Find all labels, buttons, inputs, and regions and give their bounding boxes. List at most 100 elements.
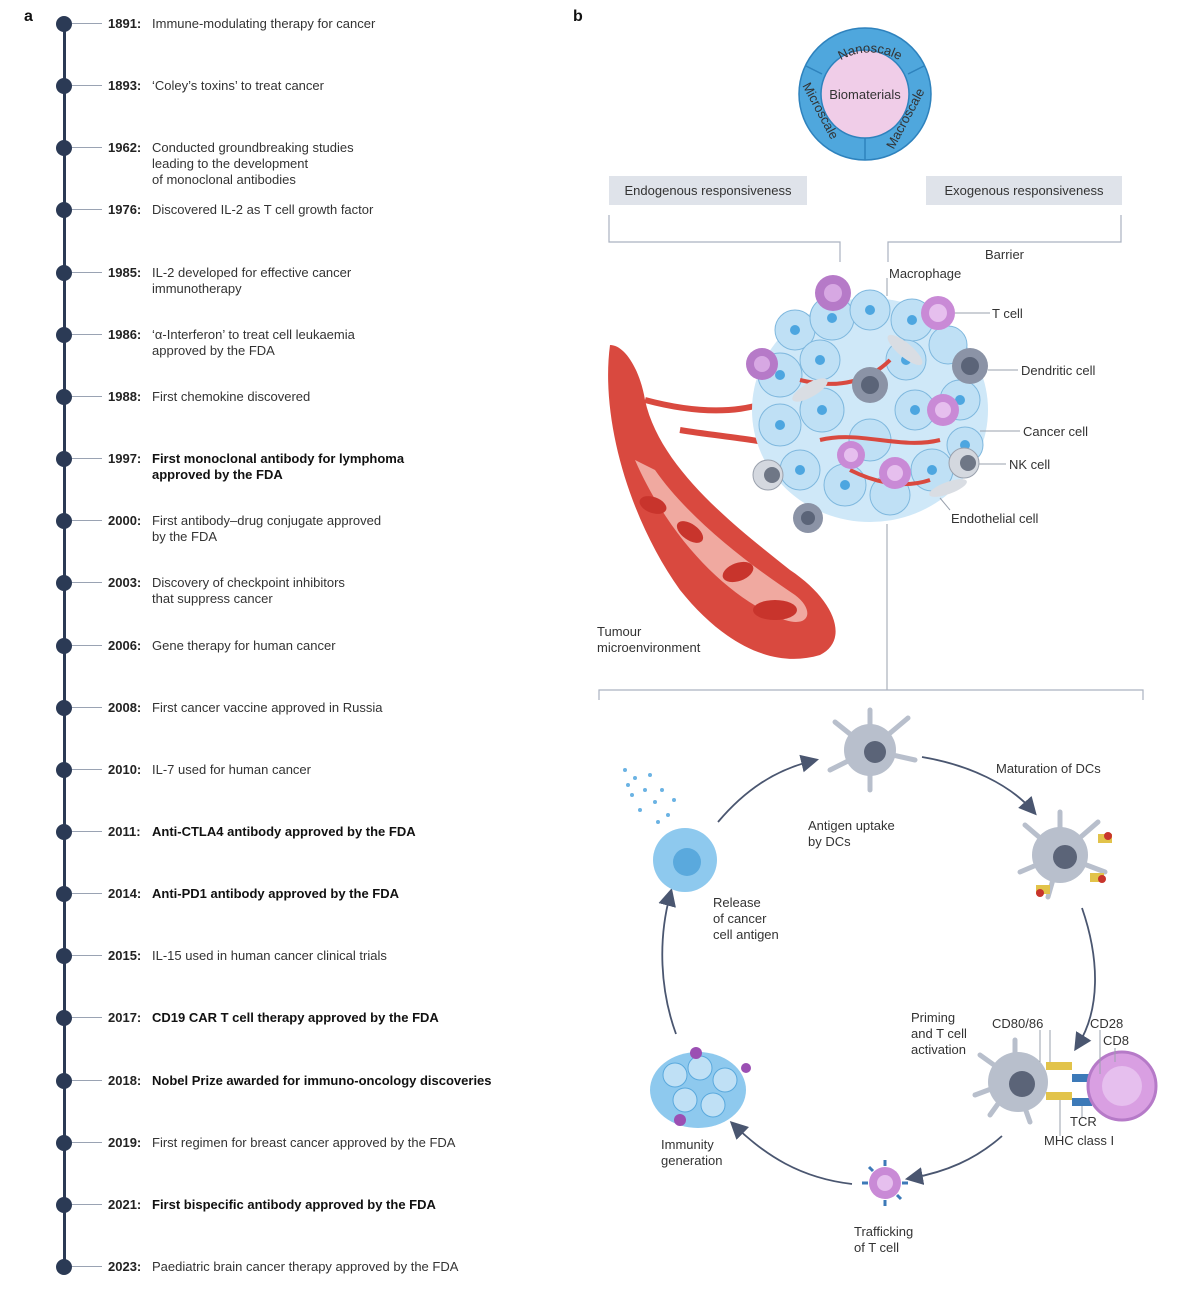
antigen-release-cell (623, 768, 717, 892)
timeline-dot (56, 326, 72, 343)
event-description: First antibody–drug conjugate approved b… (152, 513, 382, 545)
event-description: Discovery of checkpoint inhibitors that … (152, 575, 345, 607)
timeline-dot (56, 1259, 72, 1275)
priming-leader-lines (1039, 1030, 1116, 1136)
badge-center-label: Biomaterials (829, 87, 901, 102)
priming-label-3: activation (911, 1042, 966, 1057)
barrier-label: Barrier (985, 247, 1025, 262)
uptake-label-1: Antigen uptake (808, 818, 895, 833)
timeline-tick (72, 209, 102, 211)
event-year: 2019: (108, 1134, 142, 1150)
event-year: 2000: (108, 513, 142, 529)
tme-label-line2: microenvironment (597, 640, 701, 655)
timeline-panel: a 1891:Immune-modulating therapy for can… (0, 0, 560, 1306)
diagram-panel: b Endogenous responsiveness Exogenous re… (570, 0, 1184, 1306)
uptake-label-2: by DCs (808, 834, 851, 849)
event-year: 2003: (108, 575, 142, 591)
timeline-tick (72, 1266, 102, 1267)
event-description: ‘Coley’s toxins’ to treat cancer (152, 78, 324, 94)
timeline-dot (56, 513, 72, 530)
timeline-tick (72, 644, 102, 646)
timeline-tick (72, 706, 102, 708)
event-year: 1997: (108, 451, 142, 467)
nk-cell-label: NK cell (1009, 457, 1050, 472)
event-year: 1976: (108, 202, 142, 218)
timeline-tick (72, 458, 102, 460)
dc-mature-cell (1017, 809, 1112, 900)
event-description: IL-7 used for human cancer (152, 761, 311, 777)
trafficking-tcell (862, 1160, 908, 1206)
timeline-dot (56, 637, 72, 654)
dendritic-label: Dendritic cell (1021, 363, 1096, 378)
immunity-cluster (650, 1047, 751, 1128)
event-description: IL-2 developed for effective cancer immu… (152, 264, 352, 296)
event-year: 1985: (108, 264, 142, 280)
cancer-cell-label: Cancer cell (1023, 424, 1088, 439)
timeline-dot (56, 1134, 72, 1151)
macrophage-label: Macrophage (889, 266, 961, 281)
dc-uptake-cell (827, 707, 918, 793)
event-year: 2006: (108, 637, 142, 653)
event-description: First regimen for breast cancer approved… (152, 1134, 456, 1150)
release-label-3: cell antigen (713, 927, 779, 942)
biomaterials-badge: Biomaterials Nanoscale Microscale Macros… (798, 27, 932, 161)
timeline-tick (72, 333, 102, 335)
timeline-dot (56, 1072, 72, 1089)
event-year: 2008: (108, 699, 142, 715)
event-year: 2018: (108, 1072, 142, 1088)
diagram-svg: Biomaterials Nanoscale Microscale Macros… (597, 27, 1158, 1255)
timeline-tick (72, 147, 102, 149)
event-year: 2011: (108, 823, 141, 839)
timeline-tick (72, 1203, 102, 1205)
timeline-tick (72, 893, 102, 895)
event-description: CD19 CAR T cell therapy approved by the … (152, 1010, 439, 1026)
timeline-tick (72, 520, 102, 522)
tcell-label: T cell (992, 306, 1023, 321)
event-description: Conducted groundbreaking studies leading… (152, 140, 354, 188)
event-year: 1988: (108, 388, 142, 404)
tumour-cluster (746, 275, 988, 533)
timeline-dot (56, 78, 72, 95)
cd8-label: CD8 (1103, 1033, 1129, 1048)
event-description: Paediatric brain cancer therapy approved… (152, 1259, 459, 1274)
event-description: First monoclonal antibody for lymphoma a… (152, 451, 405, 483)
timeline-dot (56, 388, 72, 405)
priming-label-1: Priming (911, 1010, 955, 1025)
event-year: 2017: (108, 1010, 142, 1026)
timeline-tick (72, 395, 102, 397)
timeline-dot (56, 575, 72, 592)
event-year: 2021: (108, 1196, 142, 1212)
cd28-label: CD28 (1090, 1016, 1123, 1031)
endogenous-bracket (608, 215, 841, 262)
timeline-tick (72, 830, 102, 832)
priming-synapse (972, 1037, 1158, 1125)
tme-leader-lines (886, 278, 1020, 690)
event-year: 1891: (108, 16, 142, 31)
event-year: 1962: (108, 140, 142, 156)
endogenous-box: Endogenous responsiveness (609, 176, 807, 205)
timeline-tick (72, 1079, 102, 1081)
timeline-dot (56, 823, 72, 840)
timeline-tick (72, 768, 102, 770)
exogenous-box: Exogenous responsiveness (926, 176, 1122, 205)
event-description: Anti-PD1 antibody approved by the FDA (152, 886, 400, 902)
timeline-tick (72, 271, 102, 273)
timeline-dot (56, 451, 72, 468)
panel-b-letter: b (573, 8, 583, 25)
timeline-dot (56, 761, 72, 778)
immunity-label-2: generation (661, 1153, 722, 1168)
endothelial-label: Endothelial cell (951, 511, 1039, 526)
timeline-dot (56, 1010, 72, 1027)
svg-text:Nanoscale: Nanoscale (835, 40, 904, 63)
timeline-tick (72, 955, 102, 957)
tme-label-line1: Tumour (597, 624, 642, 639)
timeline-dot (56, 886, 72, 903)
timeline-dot (56, 1196, 72, 1213)
event-year: 2014: (108, 886, 142, 902)
immunity-label-1: Immunity (661, 1137, 714, 1152)
event-description: First chemokine discovered (152, 388, 311, 404)
cd80-label: CD80/86 (992, 1016, 1043, 1031)
event-description: Nobel Prize awarded for immuno-oncology … (152, 1072, 492, 1088)
event-year: 2023: (108, 1259, 142, 1274)
timeline-dot (56, 16, 72, 32)
